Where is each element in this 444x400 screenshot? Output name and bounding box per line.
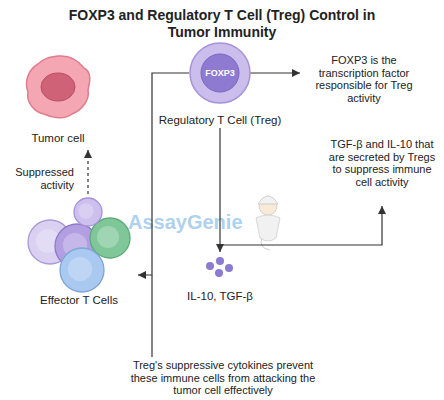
node-label: Regulatory T Cell (Treg) xyxy=(149,114,291,127)
tumor-cell: Tumor cell xyxy=(12,50,104,150)
cytokines: IL-10, TGF-β xyxy=(172,252,268,306)
watermark: AssayGenie xyxy=(128,211,258,233)
dotted-arrow xyxy=(87,150,88,194)
annotation: Suppressed activity xyxy=(8,166,74,191)
effector-t-cells: Effector T Cells xyxy=(20,190,138,310)
tumor-cell-body xyxy=(26,56,89,118)
leader-line xyxy=(151,275,152,357)
node-label: Effector T Cells xyxy=(20,294,138,307)
effector-t-cells-shape xyxy=(20,190,138,310)
annotation: TGF-β and IL-10 that are secreted by Tre… xyxy=(326,138,438,188)
cytokine-dot xyxy=(215,269,223,277)
gene-name: FOXP3 xyxy=(189,67,251,79)
annotation: FOXP3 is the transcription factor respon… xyxy=(308,54,420,104)
leader-arrow xyxy=(250,72,300,73)
cytokine-dot xyxy=(225,264,233,272)
treg-cell: FOXP3Regulatory T Cell (Treg) xyxy=(189,42,251,128)
effector-cell xyxy=(74,198,102,226)
treg-membrane xyxy=(190,43,250,103)
leader-arrow xyxy=(220,206,382,245)
annotation: Treg's suppressive cytokines prevent the… xyxy=(126,359,320,397)
cytokine-dot xyxy=(206,262,214,270)
effector-cell xyxy=(60,248,104,292)
tumor-nucleus xyxy=(41,73,75,101)
node-label: IL-10, TGF-β xyxy=(172,290,268,303)
genie-logo xyxy=(256,196,280,250)
cytokine-dot xyxy=(216,257,224,265)
diagram-title: FOXP3 and Regulatory T Cell (Treg) Contr… xyxy=(52,7,392,41)
node-label: Tumor cell xyxy=(12,132,104,145)
connector-arrow xyxy=(138,73,189,275)
connector-arrow xyxy=(219,128,220,252)
